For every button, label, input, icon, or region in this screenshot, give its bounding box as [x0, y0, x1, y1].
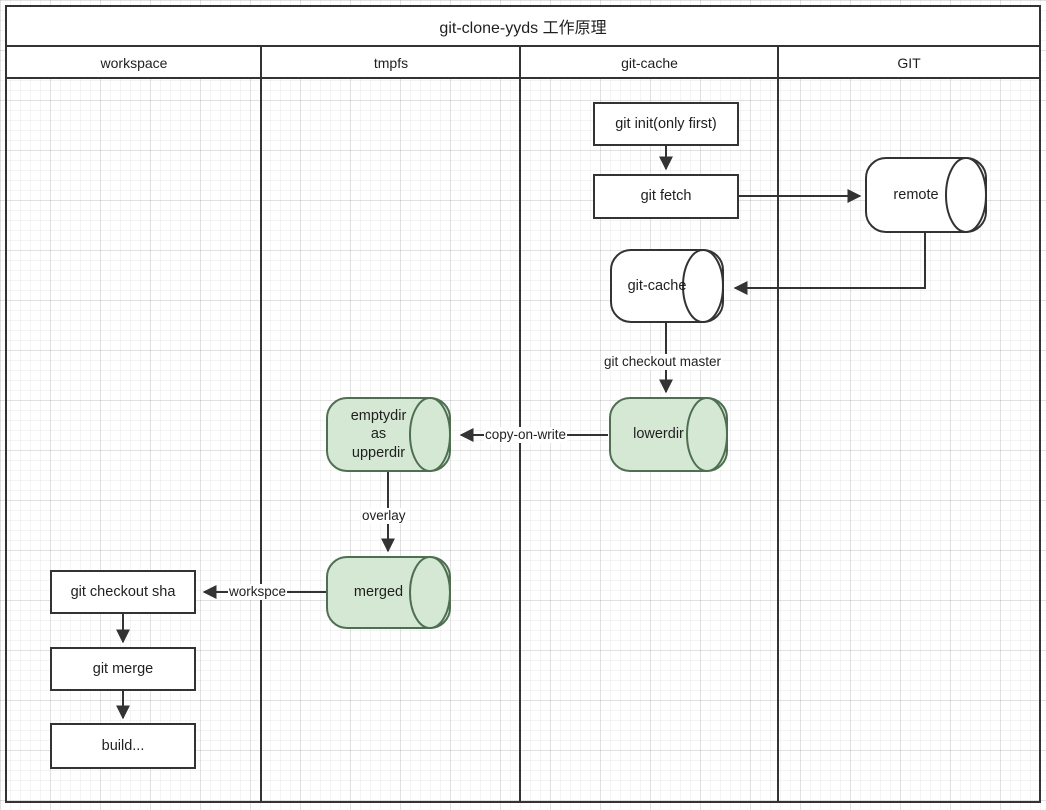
- node-git-init[interactable]: [593, 102, 739, 146]
- lane-header-git: GIT: [897, 54, 921, 71]
- node-git-cache-store[interactable]: [610, 249, 724, 323]
- node-git-checkout-sha[interactable]: [50, 570, 196, 614]
- lane-header-tmpfs: tmpfs: [373, 54, 409, 71]
- node-emptydir-upperdir[interactable]: [326, 397, 451, 472]
- node-merged[interactable]: [326, 556, 451, 629]
- edge-label-workspce: workspce: [228, 584, 288, 601]
- node-build[interactable]: [50, 723, 196, 769]
- edge-label-copy-on-write: copy-on-write: [484, 427, 568, 444]
- page-title: git-clone-yyds 工作原理: [439, 20, 607, 37]
- lane-header-workspace: workspace: [100, 54, 168, 71]
- swimlane-frame: [5, 5, 1041, 803]
- node-remote[interactable]: [865, 157, 987, 233]
- node-git-fetch[interactable]: [593, 174, 739, 219]
- edge-label-git-checkout-master: git checkout master: [603, 354, 723, 371]
- edge-remote-to-gitcache: [733, 232, 926, 295]
- node-lowerdir[interactable]: [609, 397, 728, 472]
- edge-label-overlay: overlay: [361, 508, 407, 525]
- node-git-merge[interactable]: [50, 647, 196, 691]
- lane-header-git-cache: git-cache: [621, 54, 678, 71]
